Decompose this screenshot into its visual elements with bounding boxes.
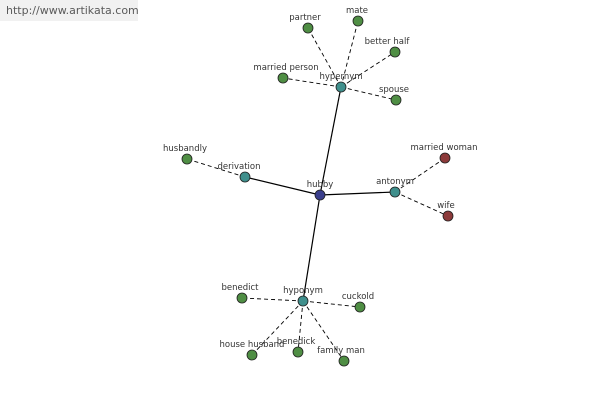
node-derivation[interactable]: derivation	[217, 162, 261, 183]
node-wife-dot[interactable]	[442, 210, 454, 222]
node-cuckold[interactable]: cuckold	[342, 292, 374, 313]
node-antonym[interactable]: antonym	[376, 177, 414, 198]
node-family-man-dot[interactable]	[338, 355, 350, 367]
node-antonym-dot[interactable]	[389, 186, 401, 198]
node-benedict[interactable]: benedict	[221, 283, 259, 304]
edge-derivation-husbandly	[186, 158, 246, 178]
node-house-husband-label: house husband	[220, 340, 285, 350]
node-hyponym-label: hyponym	[283, 286, 323, 296]
node-husbandly-label: husbandly	[163, 144, 207, 154]
node-married-woman-label: married woman	[410, 143, 477, 153]
node-married-woman[interactable]: married woman	[410, 143, 478, 164]
edge-hypernym-better-half	[340, 51, 396, 88]
node-spouse-label: spouse	[379, 85, 409, 95]
node-derivation-label: derivation	[217, 162, 260, 172]
node-benedick-label: benedick	[277, 337, 316, 347]
edge-hypernym-married-person	[282, 77, 342, 88]
edge-hypernym-mate	[340, 20, 359, 88]
node-husbandly-dot[interactable]	[181, 153, 193, 165]
edge-hypernym-spouse	[340, 86, 397, 101]
node-hyponym[interactable]: hyponym	[283, 286, 323, 307]
node-antonym-label: antonym	[376, 177, 414, 187]
node-hyponym-dot[interactable]	[297, 295, 309, 307]
node-benedict-dot[interactable]	[236, 292, 248, 304]
node-family-man[interactable]: family man	[317, 346, 365, 367]
node-married-person[interactable]: married person	[253, 63, 319, 84]
node-benedick[interactable]: benedick	[277, 337, 316, 358]
node-mate[interactable]: mate	[346, 6, 368, 27]
node-husbandly[interactable]: husbandly	[163, 144, 207, 165]
edge-hubby-hyponym	[302, 194, 321, 302]
node-house-husband[interactable]: house husband	[220, 340, 285, 361]
edge-hyponym-benedict	[241, 297, 304, 302]
edge-hyponym-family-man	[302, 300, 345, 362]
node-hypernym[interactable]: hypernym	[319, 72, 363, 93]
edge-hyponym-benedick	[297, 300, 304, 353]
edge-antonym-wife	[394, 191, 449, 217]
edge-hyponym-cuckold	[302, 300, 361, 308]
node-better-half-label: better half	[365, 37, 411, 47]
node-hypernym-label: hypernym	[319, 72, 362, 82]
node-wife[interactable]: wife	[437, 201, 455, 222]
node-cuckold-label: cuckold	[342, 292, 374, 302]
node-hubby-label: hubby	[307, 180, 334, 190]
node-hubby-dot[interactable]	[314, 189, 326, 201]
edge-hypernym-partner	[307, 27, 342, 88]
node-hypernym-dot[interactable]	[335, 81, 347, 93]
node-derivation-dot[interactable]	[239, 171, 251, 183]
nodes-layer: hubby hypernym derivation antonym hyponym par…	[163, 6, 478, 367]
node-better-half[interactable]: better half	[365, 37, 411, 58]
node-better-half-dot[interactable]	[389, 46, 401, 58]
node-benedick-dot[interactable]	[292, 346, 304, 358]
node-married-person-label: married person	[253, 63, 318, 73]
edge-hyponym-house-husband	[251, 300, 304, 356]
node-benedict-label: benedict	[221, 283, 259, 293]
watermark-url: http://www.artikata.com	[6, 4, 139, 17]
node-married-person-dot[interactable]	[277, 72, 289, 84]
edges-layer	[186, 20, 449, 362]
watermark-box: http://www.artikata.com	[0, 0, 139, 21]
node-house-husband-dot[interactable]	[246, 349, 258, 361]
node-married-woman-dot[interactable]	[439, 152, 451, 164]
node-mate-label: mate	[346, 6, 368, 16]
node-partner-dot[interactable]	[302, 22, 314, 34]
node-family-man-label: family man	[317, 346, 365, 356]
edge-hubby-derivation	[244, 176, 321, 196]
node-hubby[interactable]: hubby	[307, 180, 334, 201]
node-wife-label: wife	[437, 201, 455, 211]
edge-hubby-hypernym	[319, 86, 342, 196]
node-spouse[interactable]: spouse	[379, 85, 409, 106]
node-partner-label: partner	[289, 13, 321, 23]
node-cuckold-dot[interactable]	[354, 301, 366, 313]
node-mate-dot[interactable]	[352, 15, 364, 27]
node-partner[interactable]: partner	[289, 13, 321, 34]
edge-antonym-married-woman	[394, 157, 446, 193]
edge-hubby-antonym	[319, 191, 396, 196]
node-spouse-dot[interactable]	[390, 94, 402, 106]
